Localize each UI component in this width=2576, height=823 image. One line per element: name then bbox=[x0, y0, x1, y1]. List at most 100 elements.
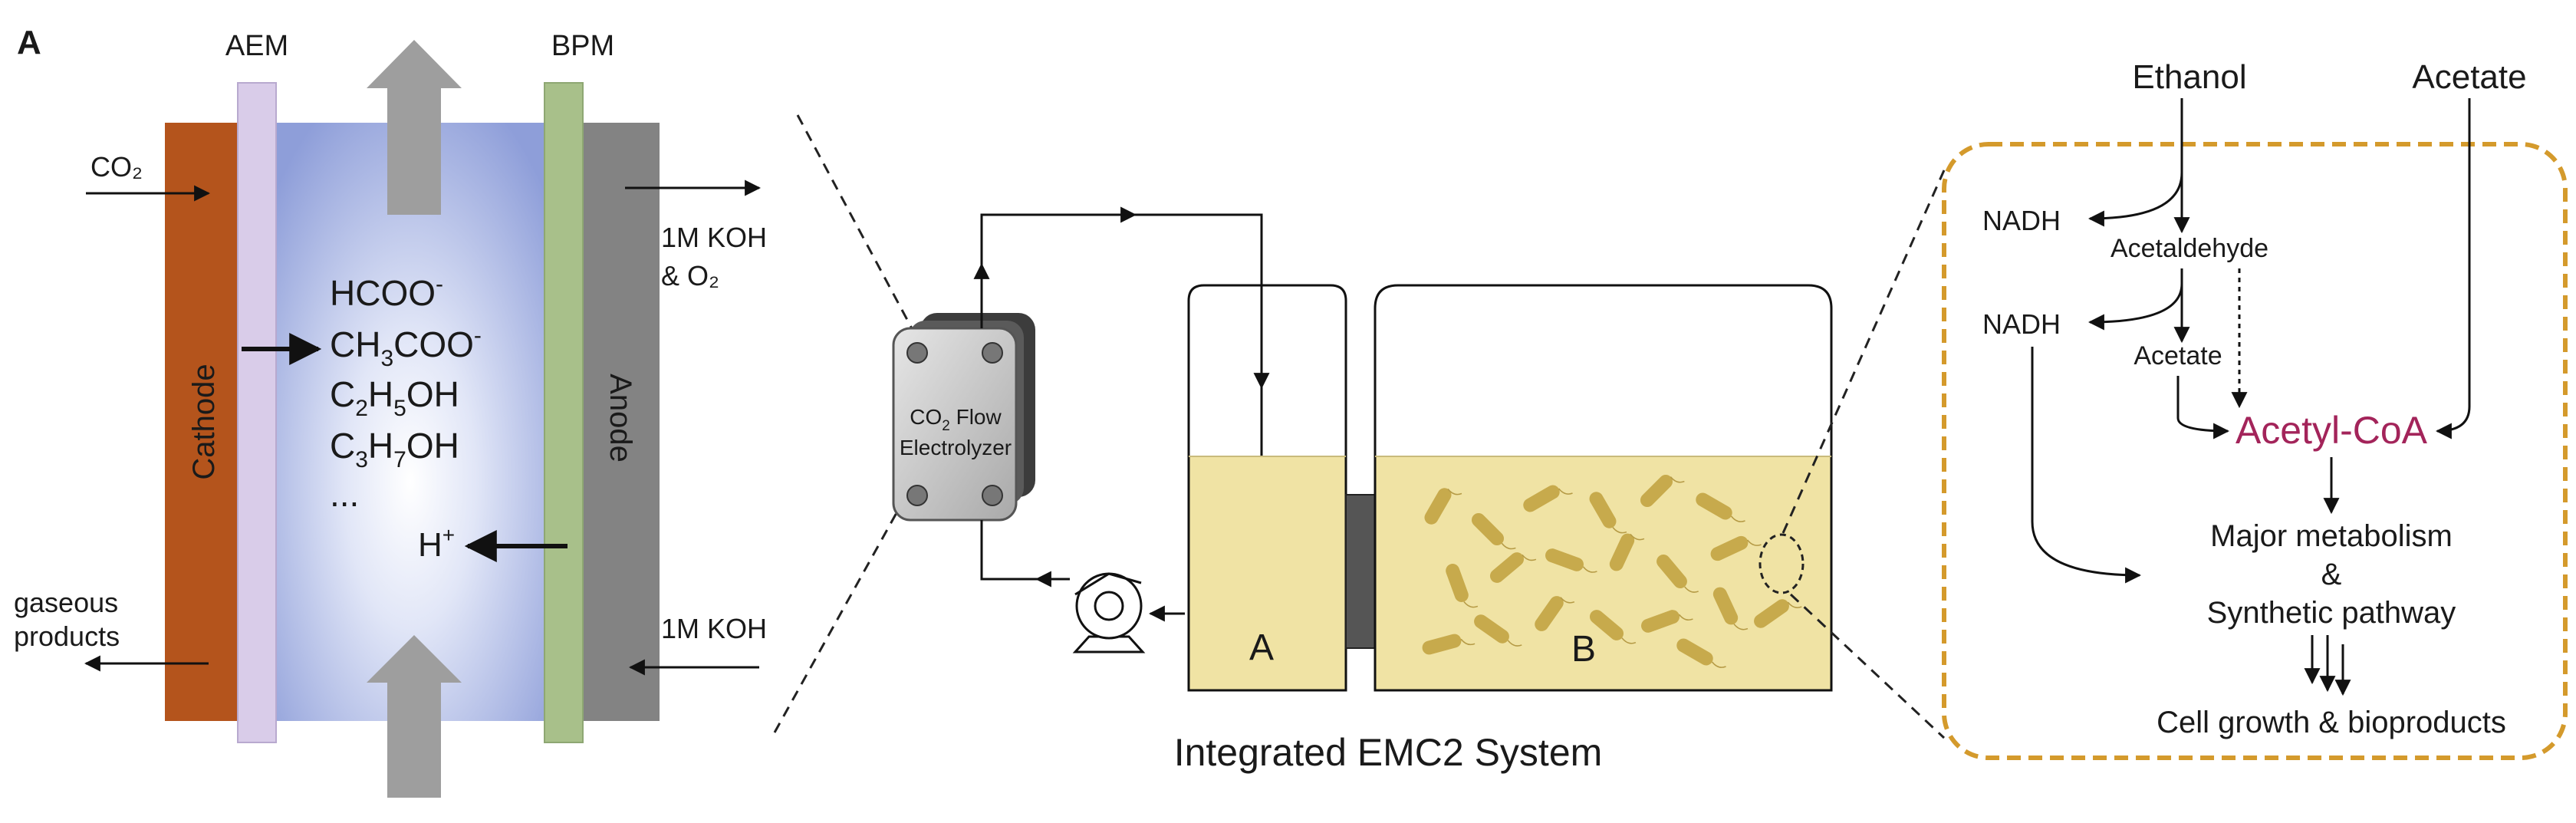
system-caption: Integrated EMC2 System bbox=[1174, 731, 1603, 774]
arrow-nadh-to-metabolism bbox=[2031, 347, 2142, 584]
bacterium-7 bbox=[1489, 552, 1525, 583]
anode-label: Anode bbox=[604, 374, 637, 463]
bacterium-10 bbox=[1656, 554, 1687, 589]
zoom-line-bottom-left bbox=[773, 490, 910, 733]
co2-flow-electrolyzer: CO2 Flow Electrolyzer bbox=[892, 313, 1035, 522]
arrow-acetate-top-to-acetyl-coa bbox=[2435, 98, 2471, 439]
gaseous-label-line2: products bbox=[14, 621, 120, 652]
bacterium-16 bbox=[1712, 587, 1739, 625]
arrow-acetate-to-acetyl-coa bbox=[2176, 376, 2230, 439]
aem-label: AEM bbox=[225, 30, 288, 62]
flagellum-9 bbox=[1630, 533, 1645, 541]
cathode-label: Cathode bbox=[187, 364, 221, 479]
proton-label: H+ bbox=[418, 523, 455, 564]
flagellum-6 bbox=[1463, 601, 1479, 608]
flagellum-3 bbox=[1612, 527, 1627, 534]
nadh-1-label: NADH bbox=[1982, 205, 2061, 236]
ampersand-label: & bbox=[2321, 558, 2342, 591]
bacterium-1 bbox=[1471, 512, 1505, 546]
bpm-label: BPM bbox=[551, 30, 614, 62]
bacterium-19 bbox=[1676, 638, 1713, 666]
flagellum-10 bbox=[1684, 586, 1699, 593]
flagellum-15 bbox=[1678, 614, 1693, 621]
bacterium-6 bbox=[1446, 564, 1469, 602]
flow-cell: AEM BPM Cathode Anode CO₂ gaseous produc… bbox=[14, 30, 767, 798]
major-metabolism-label: Major metabolism bbox=[2210, 519, 2453, 553]
electrolyzer-label-line2: Electrolyzer bbox=[900, 436, 1012, 459]
acetate-mid-label: Acetate bbox=[2134, 341, 2222, 370]
koh-o2-label-line2: & O₂ bbox=[661, 260, 719, 291]
bacterium-15 bbox=[1641, 610, 1679, 633]
bpm-membrane bbox=[544, 82, 584, 743]
zoom-line-top-right bbox=[1781, 170, 1946, 534]
flagellum-8 bbox=[1582, 566, 1597, 573]
cathode-plate bbox=[165, 123, 242, 721]
product-formate: HCOO- bbox=[330, 272, 443, 313]
koh-o2-label-line1: 1M KOH bbox=[661, 222, 767, 253]
bacterium-11 bbox=[1710, 535, 1749, 561]
bacterium-9 bbox=[1609, 533, 1635, 571]
arrow-nadh-2 bbox=[2087, 283, 2183, 331]
product-propanol: C3H7OH bbox=[330, 426, 459, 472]
acetate-top-label: Acetate bbox=[2412, 58, 2526, 96]
flagellum-12 bbox=[1507, 640, 1522, 647]
zoom-line-top-left bbox=[796, 114, 914, 331]
tank-a-label: A bbox=[1249, 627, 1274, 668]
pathway-dashed-box bbox=[1942, 142, 2568, 760]
integrated-system: CO2 Flow Electrolyzer A bbox=[892, 206, 1833, 774]
synthetic-pathway-label: Synthetic pathway bbox=[2207, 596, 2456, 630]
electrolyzer-label-line1: CO2 Flow bbox=[910, 405, 1002, 434]
bacteria-cells bbox=[1422, 474, 1802, 668]
nadh-2-label: NADH bbox=[1982, 308, 2061, 340]
acetyl-coa-label: Acetyl-CoA bbox=[2235, 409, 2428, 452]
flagellum-18 bbox=[1460, 638, 1476, 646]
flagellum-5 bbox=[1730, 515, 1745, 522]
bacterium-8 bbox=[1545, 548, 1584, 571]
flagellum-19 bbox=[1711, 661, 1726, 668]
zoom-circle bbox=[1758, 533, 1805, 594]
bacterium-0 bbox=[1424, 488, 1452, 525]
product-ethanol: C2H5OH bbox=[330, 374, 459, 421]
flagellum-14 bbox=[1621, 637, 1637, 644]
bacterium-12 bbox=[1474, 614, 1509, 644]
cell-growth-label: Cell growth & bioproducts bbox=[2157, 706, 2506, 739]
flagellum-13 bbox=[1560, 597, 1575, 604]
bacterium-5 bbox=[1696, 492, 1732, 520]
koh-inlet-label: 1M KOH bbox=[661, 613, 767, 644]
pump-icon bbox=[1072, 572, 1146, 653]
flagellum-11 bbox=[1746, 539, 1762, 546]
gaseous-label-line1: gaseous bbox=[14, 587, 118, 618]
tank-separator-membrane bbox=[1345, 494, 1376, 649]
bacterium-18 bbox=[1422, 634, 1462, 655]
flagellum-1 bbox=[1501, 542, 1516, 550]
flow-arrow-up-top bbox=[367, 40, 462, 215]
bacterium-3 bbox=[1589, 492, 1617, 528]
zoom-line-bottom-right bbox=[1789, 593, 1946, 739]
bacterium-13 bbox=[1535, 596, 1564, 631]
metabolic-pathway: Ethanol Acetate NADH Acetaldehyde NADH A… bbox=[1942, 58, 2568, 760]
flagellum-2 bbox=[1558, 488, 1573, 495]
product-acetate: CH3COO- bbox=[330, 323, 482, 371]
flagellum-17 bbox=[1787, 601, 1802, 608]
flow-arrow-up-bottom bbox=[367, 635, 462, 798]
acetaldehyde-label: Acetaldehyde bbox=[2110, 234, 2268, 263]
flagellum-4 bbox=[1670, 476, 1685, 483]
bacterium-4 bbox=[1640, 474, 1673, 508]
aem-membrane bbox=[237, 82, 277, 743]
return-tube bbox=[980, 520, 1066, 581]
anode-plate bbox=[583, 123, 660, 721]
tank-a: A bbox=[1187, 284, 1347, 692]
co2-inlet-label: CO₂ bbox=[90, 151, 143, 183]
bacterium-2 bbox=[1523, 485, 1560, 512]
electrolyte-chamber bbox=[276, 123, 544, 721]
ethanol-label: Ethanol bbox=[2132, 58, 2246, 96]
flagellum-0 bbox=[1447, 489, 1462, 495]
panel-label: A bbox=[17, 24, 41, 61]
bacterium-17 bbox=[1754, 599, 1789, 628]
product-ellipsis: ... bbox=[330, 474, 359, 514]
flagellum-7 bbox=[1522, 554, 1537, 561]
arrow-nadh-1 bbox=[2087, 172, 2183, 227]
bacterium-14 bbox=[1589, 610, 1624, 640]
tank-b-label: B bbox=[1571, 629, 1596, 670]
